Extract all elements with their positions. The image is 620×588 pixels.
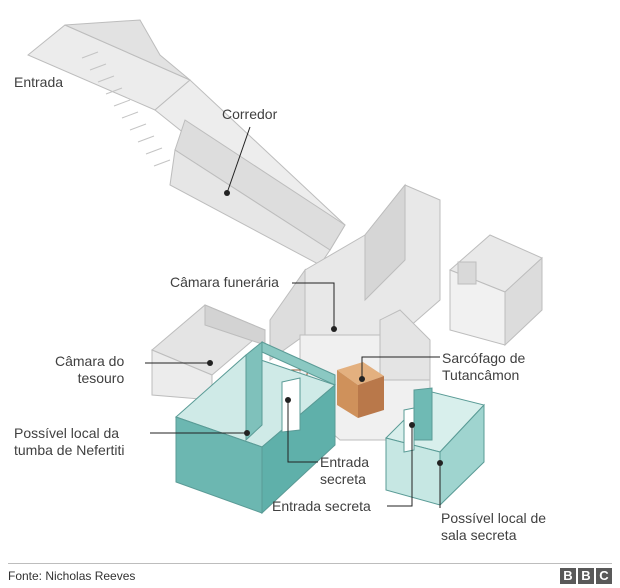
nefertiti-tomb bbox=[175, 340, 336, 515]
label-entrada-secreta-1-line2: secreta bbox=[320, 471, 366, 487]
footer-divider bbox=[8, 563, 612, 564]
label-camara-tesouro-line2: tesouro bbox=[77, 370, 125, 386]
sarcophagus bbox=[277, 362, 384, 418]
annex-room bbox=[449, 234, 543, 347]
label-sarcofago: Sarcófago de Tutancâmon bbox=[442, 350, 525, 384]
label-entrada-secreta-1: Entrada secreta bbox=[320, 454, 369, 488]
label-sarcofago-line2: Tutancâmon bbox=[442, 367, 520, 383]
label-nefertiti-line1: Possível local da bbox=[14, 425, 120, 441]
label-entrada-secreta-2: Entrada secreta bbox=[272, 498, 371, 514]
pointer-dots bbox=[207, 190, 443, 466]
label-camara-funeraria: Câmara funerária bbox=[170, 274, 279, 290]
bbc-logo-letter-2: B bbox=[578, 568, 594, 584]
label-corredor: Corredor bbox=[222, 106, 278, 122]
label-nefertiti-line2: tumba de Nefertiti bbox=[14, 442, 125, 458]
pointer-entrada-secreta-1 bbox=[287, 400, 318, 463]
pointer-camara-funeraria bbox=[292, 282, 335, 329]
label-nefertiti: Possível local da tumba de Nefertiti bbox=[14, 425, 125, 459]
label-sala-secreta-line2: sala secreta bbox=[441, 527, 517, 543]
bbc-logo-letter-1: B bbox=[560, 568, 576, 584]
source-credit: Fonte: Nicholas Reeves bbox=[8, 569, 136, 583]
label-entrada: Entrada bbox=[14, 74, 64, 90]
pointer-entrada-secreta-2 bbox=[387, 425, 413, 507]
label-entrada-secreta-1-line1: Entrada bbox=[320, 454, 370, 470]
label-camara-tesouro-line1: Câmara do bbox=[55, 353, 125, 369]
label-sarcofago-line1: Sarcófago de bbox=[442, 350, 526, 366]
pointer-corredor bbox=[226, 126, 251, 194]
bbc-logo: B B C bbox=[560, 568, 612, 584]
label-camara-tesouro: Câmara do tesouro bbox=[55, 353, 124, 387]
pointers bbox=[145, 126, 441, 508]
label-sala-secreta-line1: Possível local de bbox=[441, 510, 547, 526]
bbc-logo-letter-3: C bbox=[596, 568, 612, 584]
entrance-corridor bbox=[27, 19, 346, 266]
label-sala-secreta: Possível local de sala secreta bbox=[441, 510, 546, 544]
stairs bbox=[81, 51, 171, 167]
pointer-sarcofago bbox=[361, 356, 440, 379]
